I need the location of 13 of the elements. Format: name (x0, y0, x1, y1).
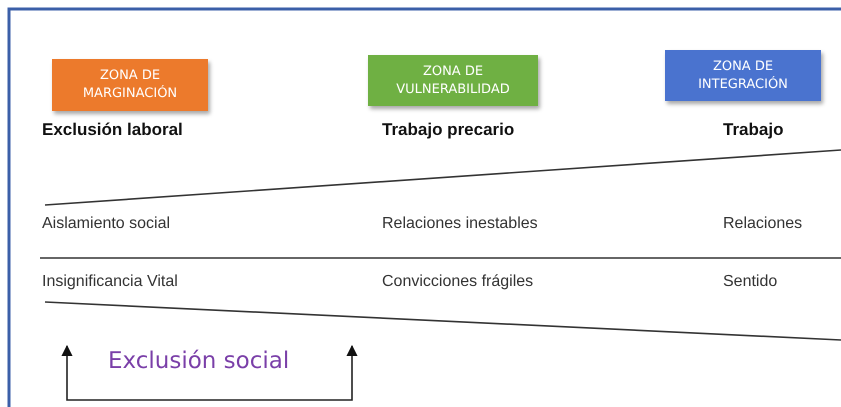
zone-label-box: ZONA DE VULNERABILIDAD (368, 55, 538, 106)
row-text: Relaciones inestables (382, 215, 538, 233)
zone-label-box: ZONA DE MARGINACIÓN (52, 59, 208, 111)
zone-label-box: ZONA DE INTEGRACIÓN (665, 50, 821, 101)
row-text: Convicciones frágiles (382, 273, 534, 291)
column-heading: Trabajo precario (382, 120, 514, 140)
column-heading: Trabajo (723, 120, 784, 140)
row-text: Sentido (723, 273, 778, 291)
range-caption: Exclusión social (108, 348, 290, 374)
column-heading: Exclusión laboral (42, 120, 183, 140)
row-text: Relaciones (723, 215, 802, 233)
row-text: Aislamiento social (42, 215, 170, 233)
row-text: Insignificancia Vital (42, 273, 178, 291)
